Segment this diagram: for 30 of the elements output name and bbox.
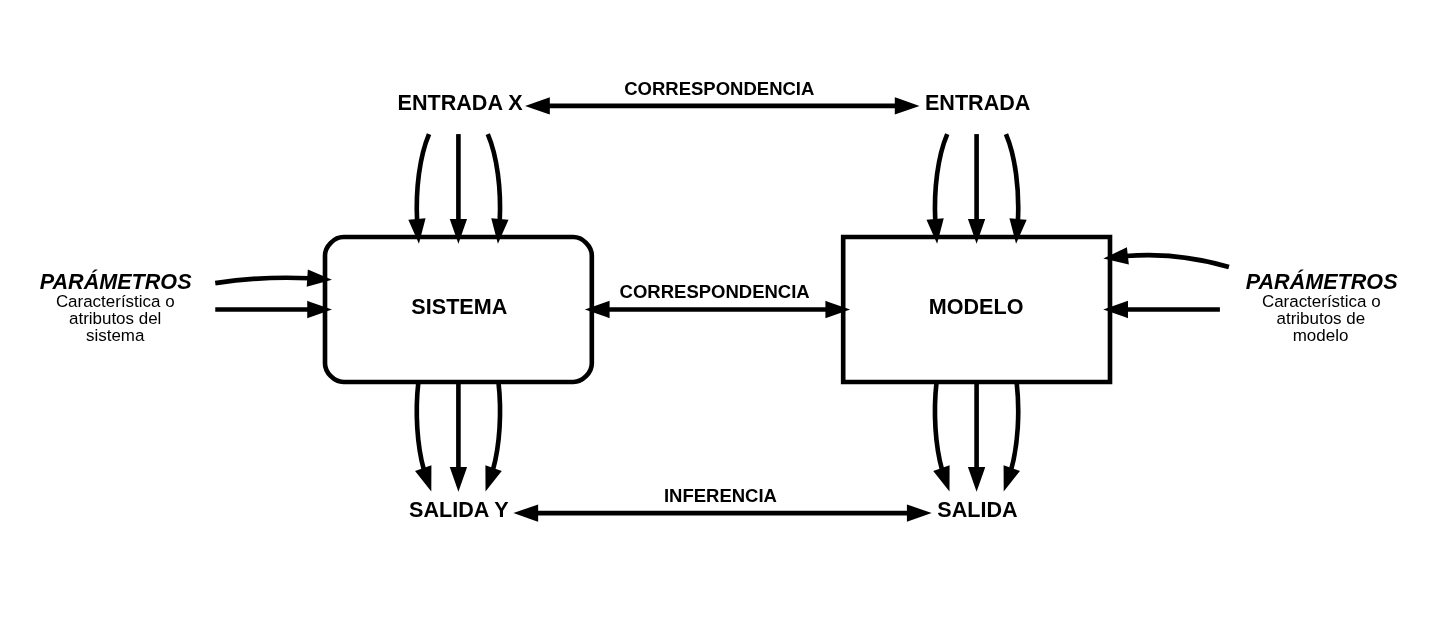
arrow xyxy=(214,269,332,287)
arrow xyxy=(485,382,503,492)
node-text: ENTRADA xyxy=(924,90,1031,116)
arrow xyxy=(414,382,432,492)
edge-label: INFERENCIA xyxy=(663,484,777,506)
node-text: SALIDA Y xyxy=(409,497,509,523)
node-text: PARÁMETROS Característica o atributos de modelo xyxy=(1245,268,1398,345)
arrow xyxy=(525,97,920,115)
node-text: SALIDA xyxy=(937,497,1018,523)
arrow xyxy=(584,300,851,319)
arrow xyxy=(926,133,950,244)
arrow xyxy=(215,300,332,319)
arrow xyxy=(513,504,932,522)
node-box: SISTEMA xyxy=(322,234,595,385)
arrow xyxy=(1103,247,1230,270)
arrow xyxy=(967,134,986,244)
node-text: ENTRADA X xyxy=(397,90,523,116)
node-box: MODELO xyxy=(840,234,1113,385)
edge-label: CORRESPONDENCIA xyxy=(619,281,810,303)
arrow xyxy=(485,133,509,244)
arrow xyxy=(408,133,432,244)
arrow xyxy=(1003,133,1027,244)
edge-label: CORRESPONDENCIA xyxy=(624,77,815,99)
arrow xyxy=(1103,300,1220,319)
arrow xyxy=(449,382,468,492)
arrow xyxy=(967,382,986,492)
arrow xyxy=(932,382,950,492)
node-text: PARÁMETROS Característica o atributos del sistema xyxy=(39,268,192,345)
arrow xyxy=(1003,382,1021,492)
arrow xyxy=(449,134,468,244)
